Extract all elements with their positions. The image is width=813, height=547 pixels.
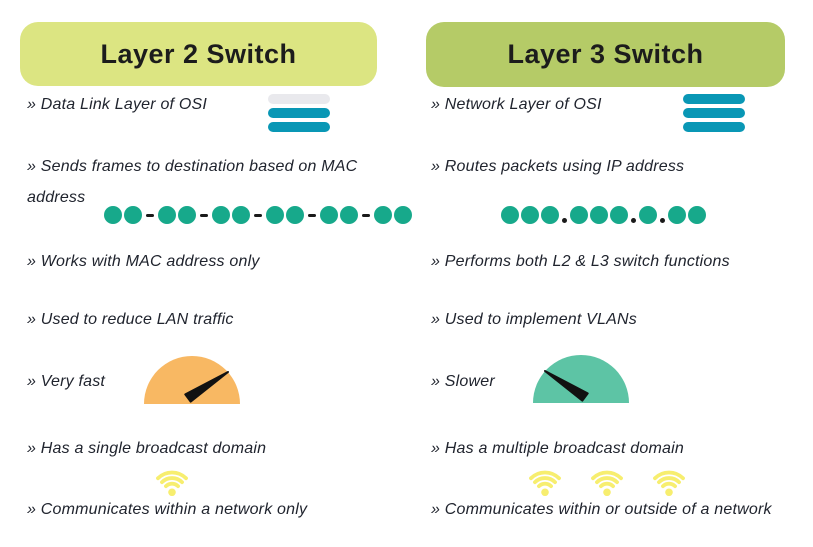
address-dot bbox=[124, 206, 142, 224]
bullet-l2-mac-only: » Works with MAC address only bbox=[27, 253, 260, 270]
bullet-l2-within-network: » Communicates within a network only bbox=[27, 501, 308, 518]
dash-separator bbox=[200, 213, 208, 217]
wifi-triple-icon bbox=[522, 461, 692, 497]
address-dot bbox=[668, 206, 686, 224]
address-dot bbox=[266, 206, 284, 224]
header-layer3-title: Layer 3 Switch bbox=[507, 39, 704, 69]
address-dot bbox=[521, 206, 539, 224]
address-dot bbox=[286, 206, 304, 224]
switch-bar bbox=[683, 108, 745, 118]
header-layer2-switch: Layer 2 Switch bbox=[20, 22, 377, 86]
address-dot bbox=[374, 206, 392, 224]
dash-separator bbox=[308, 213, 316, 217]
bullet-l3-routes-ip: » Routes packets using IP address bbox=[431, 158, 685, 175]
dash-separator bbox=[362, 213, 370, 217]
switch-stack-icon bbox=[268, 94, 330, 132]
bullet-l3-osi-layer: » Network Layer of OSI bbox=[431, 96, 602, 113]
address-dot bbox=[501, 206, 519, 224]
bullet-l2-single-broadcast: » Has a single broadcast domain bbox=[27, 440, 267, 457]
address-dot bbox=[610, 206, 628, 224]
speedometer-slow-icon bbox=[533, 355, 629, 403]
address-dot bbox=[158, 206, 176, 224]
bullet-l3-vlans: » Used to implement VLANs bbox=[431, 311, 637, 328]
address-dot bbox=[178, 206, 196, 224]
wifi-icon bbox=[156, 470, 188, 497]
switch-bar bbox=[683, 122, 745, 132]
bullet-l2-frames-mac: » Sends frames to destination based on M… bbox=[27, 158, 358, 206]
bullet-l2-very-fast: » Very fast bbox=[27, 373, 106, 390]
wifi-icon bbox=[653, 470, 685, 497]
speedometer-fast-icon bbox=[144, 356, 240, 404]
mac-address-dots-icon bbox=[104, 206, 412, 224]
switch-bar bbox=[268, 94, 330, 104]
dot-separator bbox=[631, 218, 636, 223]
dash-separator bbox=[254, 213, 262, 217]
address-dot bbox=[104, 206, 122, 224]
switch-bar bbox=[268, 122, 330, 132]
bullet-l2-lan-traffic: » Used to reduce LAN traffic bbox=[27, 311, 234, 328]
address-dot bbox=[320, 206, 338, 224]
address-dot bbox=[570, 206, 588, 224]
address-dot bbox=[541, 206, 559, 224]
address-dot bbox=[394, 206, 412, 224]
bullet-l3-outside-network: » Communicates within or outside of a ne… bbox=[431, 501, 772, 518]
address-dot bbox=[590, 206, 608, 224]
bullet-l3-l2-l3-functions: » Performs both L2 & L3 switch functions bbox=[431, 253, 730, 270]
wifi-icon bbox=[591, 470, 623, 497]
dot-separator bbox=[660, 218, 665, 223]
bullet-l2-osi-layer: » Data Link Layer of OSI bbox=[27, 96, 208, 113]
ip-address-dots-icon bbox=[501, 206, 706, 224]
switch-stack-icon bbox=[683, 94, 745, 132]
dot-separator bbox=[562, 218, 567, 223]
address-dot bbox=[688, 206, 706, 224]
address-dot bbox=[639, 206, 657, 224]
bullet-l3-slower: » Slower bbox=[431, 373, 495, 390]
dash-separator bbox=[146, 213, 154, 217]
address-dot bbox=[232, 206, 250, 224]
header-layer3-switch: Layer 3 Switch bbox=[426, 22, 785, 87]
wifi-icon bbox=[529, 470, 561, 497]
bullet-l3-multiple-broadcast: » Has a multiple broadcast domain bbox=[431, 440, 684, 457]
address-dot bbox=[212, 206, 230, 224]
switch-bar bbox=[683, 94, 745, 104]
wifi-single-icon bbox=[149, 461, 195, 497]
address-dot bbox=[340, 206, 358, 224]
header-layer2-title: Layer 2 Switch bbox=[100, 38, 297, 69]
switch-bar bbox=[268, 108, 330, 118]
